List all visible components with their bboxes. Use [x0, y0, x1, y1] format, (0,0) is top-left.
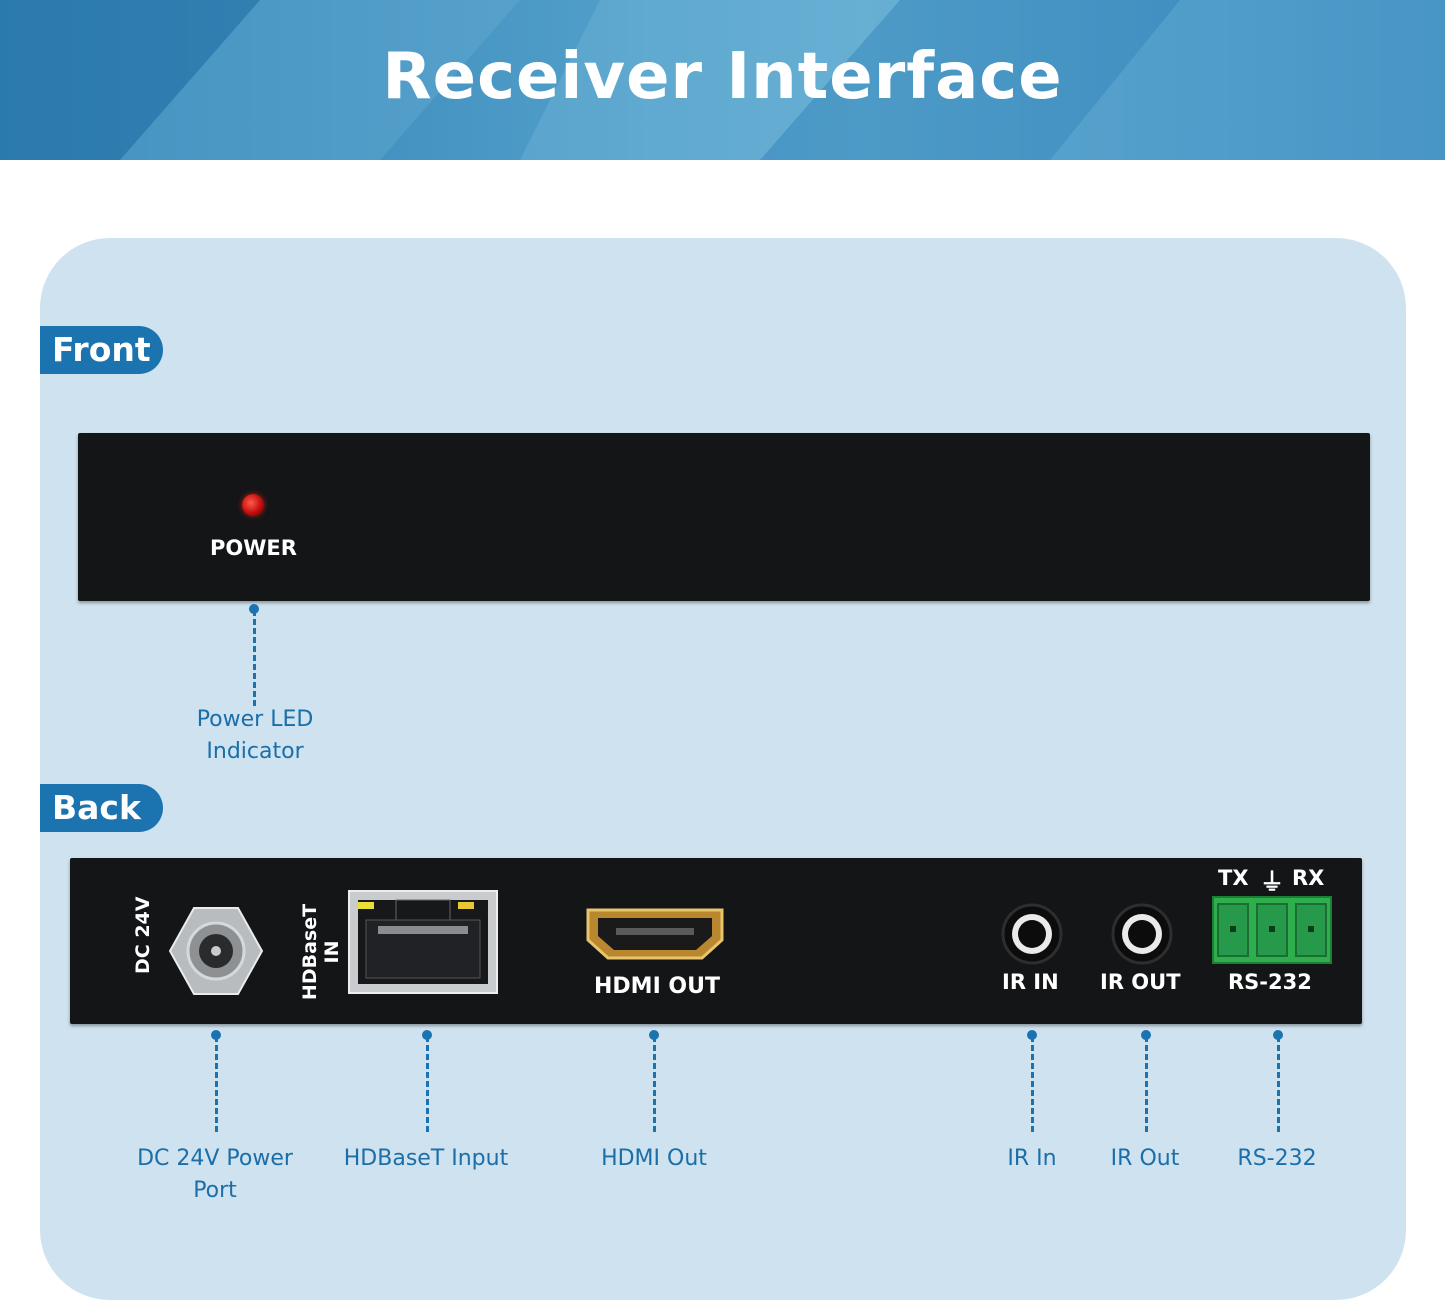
ir-in-jack-icon — [1001, 903, 1063, 965]
rs232-terminal-block-icon — [1212, 896, 1332, 964]
ir-out-callout-label: IR Out — [1110, 1146, 1180, 1171]
header-banner: Receiver Interface — [0, 0, 1445, 160]
tx-device-label: TX — [1218, 866, 1249, 890]
ir-in-callout-label: IR In — [1007, 1146, 1057, 1171]
hdbaset-callout-line — [426, 1036, 429, 1132]
back-panel-device: DC 24V HDBaseT IN HDMI OUT — [70, 858, 1362, 1024]
ir-out-jack-icon — [1111, 903, 1173, 965]
hdbaset-callout-dot — [422, 1030, 432, 1040]
banner-background-pattern — [0, 0, 1445, 160]
dc24v-device-label: DC 24V — [132, 896, 154, 974]
power-device-label: POWER — [210, 536, 297, 560]
rx-device-label: RX — [1292, 866, 1325, 890]
dc24v-callout-line — [215, 1036, 218, 1132]
ground-symbol-icon: ⏚ — [1260, 868, 1284, 896]
hdmi-port-icon — [586, 908, 724, 960]
power-led-callout-label: Power LED Indicator — [196, 707, 314, 764]
dc24v-callout-label: DC 24V Power Port — [137, 1146, 293, 1203]
ir-out-callout-dot — [1141, 1030, 1151, 1040]
hdmi-out-device-label: HDMI OUT — [594, 974, 720, 999]
hdmi-out-callout-line — [653, 1036, 656, 1132]
ir-in-callout-line — [1031, 1036, 1034, 1132]
back-section-tag: Back — [40, 784, 163, 832]
page-title: Receiver Interface — [382, 40, 1063, 114]
power-led-callout-dot — [249, 604, 259, 614]
ir-out-callout-line — [1145, 1036, 1148, 1132]
interface-panel: Front POWER Power LED Indicator Back DC … — [40, 238, 1406, 1300]
hdmi-out-callout-dot — [649, 1030, 659, 1040]
rs232-callout-label: RS-232 — [1237, 1146, 1317, 1171]
ir-out-device-label: IR OUT — [1100, 970, 1181, 994]
rs232-callout-line — [1277, 1036, 1280, 1132]
dc24v-callout-dot — [211, 1030, 221, 1040]
ir-in-callout-dot — [1027, 1030, 1037, 1040]
front-panel-device: POWER — [78, 433, 1370, 601]
hdbaset-callout-label: HDBaseT Input — [343, 1146, 509, 1171]
rj45-port-icon — [348, 890, 498, 994]
power-led-callout-line — [253, 610, 256, 706]
power-led — [242, 494, 264, 516]
rs232-callout-dot — [1273, 1030, 1283, 1040]
rs232-device-label: RS-232 — [1228, 970, 1312, 994]
hdmi-out-callout-label: HDMI Out — [601, 1146, 707, 1171]
hdbaset-in-device-label: HDBaseT IN — [299, 903, 343, 1001]
ir-in-device-label: IR IN — [1002, 970, 1059, 994]
dc-power-jack-icon — [168, 907, 264, 995]
front-section-tag: Front — [40, 326, 163, 374]
